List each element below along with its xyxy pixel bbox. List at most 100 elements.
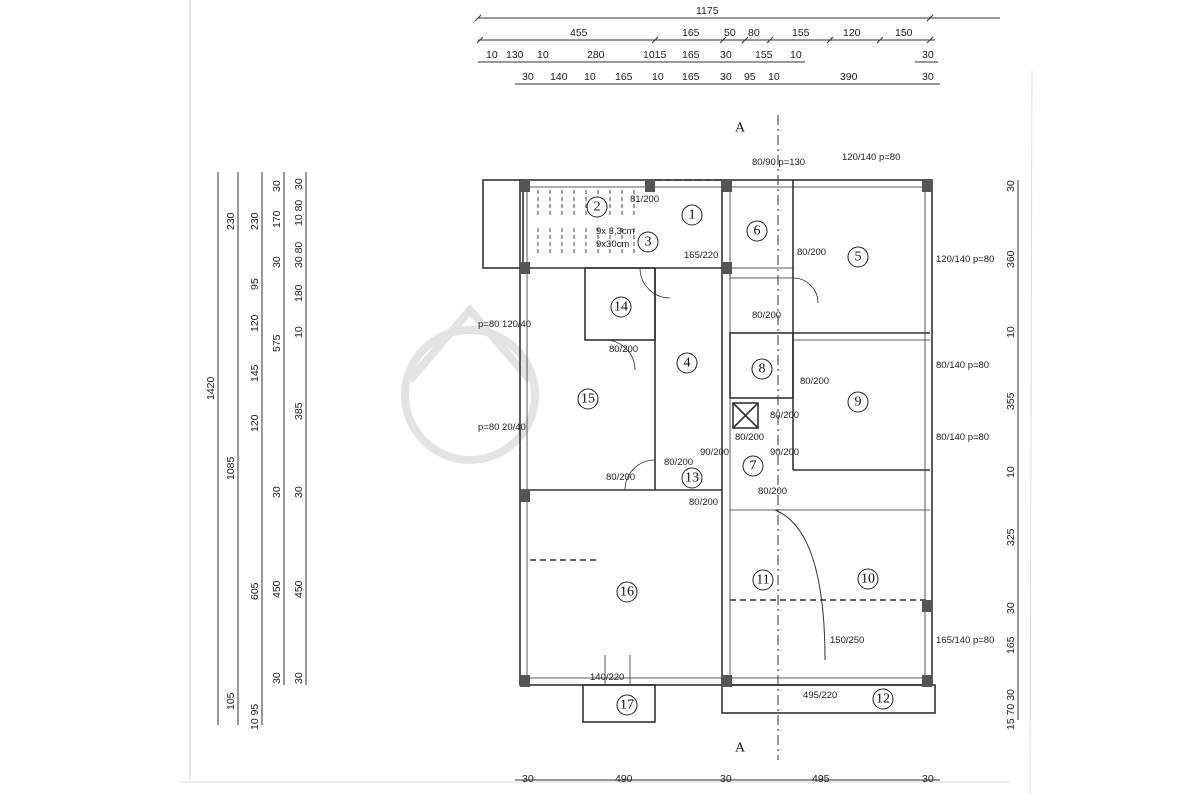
room-number-17: 17 — [620, 698, 634, 713]
dimension-label: 10 — [537, 49, 549, 61]
room-number-16: 16 — [620, 585, 634, 600]
door-size-label: 80/200 — [797, 247, 826, 258]
room-number-circle — [752, 569, 774, 591]
dimension-label: 155 — [792, 27, 810, 39]
door-size-label: 80/200 — [609, 344, 638, 355]
room-number-circle — [676, 352, 698, 374]
dimension-label: 30 — [271, 256, 283, 268]
stair-label: 9x30cm — [596, 239, 629, 250]
window-size-label: p=80 20/40 — [478, 422, 526, 433]
room-number-12: 12 — [876, 692, 890, 707]
room-number-2: 2 — [594, 200, 601, 215]
dimension-label: 120 — [249, 314, 261, 332]
dimension-label: 575 — [271, 334, 283, 352]
dimension-label: 150 — [895, 27, 913, 39]
dimension-label: 450 — [293, 580, 305, 598]
room-number-circle — [681, 467, 703, 489]
door-size-label: 150/250 — [830, 635, 864, 646]
dimension-label: 10 — [768, 71, 780, 83]
dimension-label: 170 — [271, 210, 283, 228]
room-number-circle — [742, 455, 764, 477]
room-number-circle — [577, 388, 599, 410]
room-number-circle — [847, 391, 869, 413]
room-number-1: 1 — [689, 208, 696, 223]
room-number-13: 13 — [685, 471, 699, 486]
columns — [520, 180, 932, 687]
room-number-circle — [586, 196, 608, 218]
room-number-circle — [857, 568, 879, 590]
room-number-circle — [751, 358, 773, 380]
dimension-label: 30 80 — [293, 242, 305, 268]
section-marker-a: A — [735, 121, 746, 136]
dimension-label: 10 — [293, 326, 305, 338]
door-size-label: 140/220 — [590, 672, 624, 683]
dimension-label: 30 — [522, 773, 534, 785]
window-size-label: 165/140 p=80 — [936, 635, 994, 646]
dimension-label: 10 — [1005, 466, 1017, 478]
door-size-label: 165/220 — [684, 250, 718, 261]
dimension-label: 165 — [682, 71, 700, 83]
dimension-label: 10 — [790, 49, 802, 61]
dimension-label: 50 — [724, 27, 736, 39]
door-size-label: 81/200 — [630, 194, 659, 205]
dimension-label: 30 — [720, 71, 732, 83]
room-number-circle — [610, 296, 632, 318]
room-number-6: 6 — [754, 224, 761, 239]
dimension-label: 1015 — [643, 49, 667, 61]
room-number-circle — [847, 246, 869, 268]
dimension-label: 80 — [748, 27, 760, 39]
dimension-label: 145 — [249, 364, 261, 382]
dimension-lines — [217, 14, 1019, 781]
dimension-label: 390 — [840, 71, 858, 83]
dimension-label: 325 — [1005, 528, 1017, 546]
door-size-label: 80/200 — [735, 432, 764, 443]
dimension-label: 360 — [1005, 250, 1017, 268]
staircase — [537, 190, 635, 256]
dimension-label: 30 — [922, 773, 934, 785]
room-number-5: 5 — [855, 250, 862, 265]
dimension-label: 165 — [615, 71, 633, 83]
window-size-label: 80/90 p=130 — [752, 157, 805, 168]
dimension-label: 30 — [522, 71, 534, 83]
dimension-label: 280 — [587, 49, 605, 61]
door-size-label: 80/200 — [758, 486, 787, 497]
room-number-14: 14 — [614, 300, 628, 315]
room-number-circle — [681, 204, 703, 226]
window-size-label: 80/140 p=80 — [936, 432, 989, 443]
dimension-label: 490 — [615, 773, 633, 785]
window-size-label: 120/140 p=80 — [936, 254, 994, 265]
dimension-label: 30 — [271, 672, 283, 684]
dimension-label: 355 — [1005, 392, 1017, 410]
window-size-label: 80/140 p=80 — [936, 360, 989, 371]
dimension-label: 30 — [293, 486, 305, 498]
room-number-9: 9 — [855, 395, 862, 410]
room-number-11: 11 — [756, 573, 769, 588]
dimension-label: 140 — [550, 71, 568, 83]
room-number-15: 15 — [581, 392, 595, 407]
dimension-label: 30 — [1005, 602, 1017, 614]
door-size-label: 90/200 — [770, 447, 799, 458]
stair-label: 9x 3,3cm — [596, 226, 635, 237]
dimension-label: 1085 — [225, 456, 237, 480]
door-size-label: 80/200 — [689, 497, 718, 508]
door-size-label: 495/220 — [803, 690, 837, 701]
dimension-label: 15 70 30 — [1005, 689, 1017, 730]
door-size-label: 80/200 — [752, 310, 781, 321]
dimension-label: 230 — [225, 212, 237, 230]
door-size-label: 80/200 — [800, 376, 829, 387]
dimension-label: 30 — [293, 178, 305, 190]
dimension-label: 10 — [1005, 326, 1017, 338]
dimension-label: 30 — [922, 71, 934, 83]
dimension-label: 120 — [843, 27, 861, 39]
room-number-4: 4 — [684, 356, 691, 371]
dimension-label: 30 — [1005, 180, 1017, 192]
dimension-label: 165 — [682, 27, 700, 39]
dimension-label: 105 — [225, 692, 237, 710]
dimension-label: 385 — [293, 402, 305, 420]
watermark-logo — [401, 303, 539, 464]
dimension-label: 10 80 — [293, 200, 305, 226]
dimension-label: 30 — [271, 486, 283, 498]
room-number-8: 8 — [759, 362, 766, 377]
room-number-circle — [746, 220, 768, 242]
